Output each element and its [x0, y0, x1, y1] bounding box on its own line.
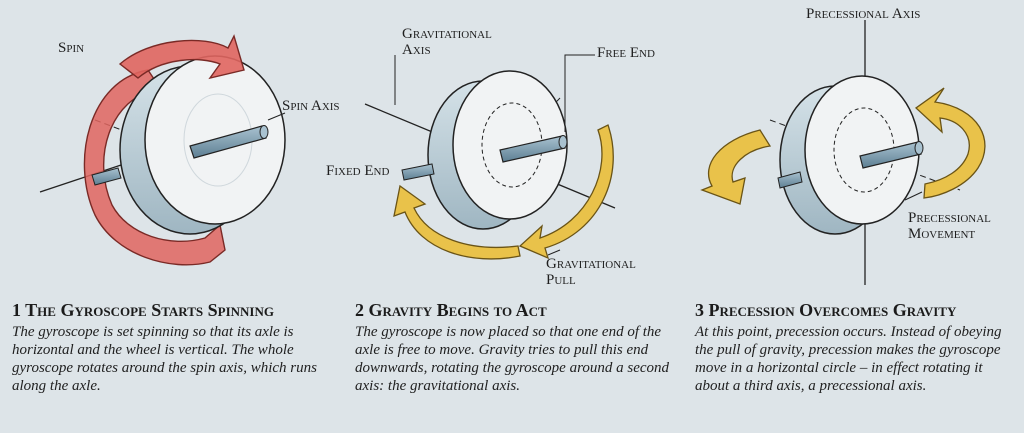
- step-3-title: 3 Precession Overcomes Gravity: [695, 300, 957, 320]
- axle-back: [91, 167, 122, 186]
- free-end-leader: [564, 54, 595, 132]
- label-precessional-axis: Precessional Axis: [806, 6, 921, 22]
- label-precessional-movement-1: Precessional: [908, 210, 991, 226]
- step-1-caption: 1 The Gyroscope Starts Spinning The gyro…: [12, 300, 342, 395]
- label-gravitational-axis-1: Gravitational: [402, 26, 492, 42]
- spin-axis-leader: [267, 112, 286, 121]
- label-precessional-movement-2: Movement: [908, 226, 976, 242]
- gravitational-pull-leader: [547, 249, 561, 256]
- free-end-tip: [558, 135, 568, 149]
- step-2-caption: 2 Gravity Begins to Act The gyroscope is…: [355, 300, 675, 395]
- axle-end: [259, 125, 269, 139]
- step-3-text: At this point, precession occurs. Instea…: [695, 324, 1002, 394]
- label-spin: Spin: [58, 40, 85, 56]
- label-gravitational-pull-2: Pull: [546, 272, 576, 288]
- step-3-caption: 3 Precession Overcomes Gravity At this p…: [695, 300, 1015, 395]
- precession-arrow-left: [700, 129, 772, 205]
- label-gravitational-pull-1: Gravitational: [546, 256, 636, 272]
- label-spin-axis: Spin Axis: [282, 98, 340, 114]
- step-1-title: 1 The Gyroscope Starts Spinning: [12, 300, 274, 320]
- precessional-movement-leader: [904, 191, 923, 201]
- panel-3-gyroscope: [700, 20, 986, 285]
- step-2-title: 2 Gravity Begins to Act: [355, 300, 547, 320]
- step-2-text: The gyroscope is now placed so that one …: [355, 324, 670, 394]
- precession-arrow-right: [914, 87, 986, 199]
- gravitational-pull-arrow-right: [518, 124, 614, 260]
- panel-2-gyroscope: [364, 54, 616, 260]
- label-free-end: Free End: [597, 45, 655, 61]
- spin-arrow-upper: [118, 34, 245, 80]
- step-1-text: The gyroscope is set spinning so that it…: [12, 324, 317, 394]
- gravitational-pull-arrow-left: [393, 184, 521, 260]
- label-gravitational-axis-2: Axis: [402, 42, 431, 58]
- label-fixed-end: Fixed End: [326, 163, 390, 179]
- axle-3-tip: [914, 141, 924, 155]
- fixed-end-axle: [401, 163, 435, 181]
- axle-3-back: [777, 171, 803, 189]
- panel-1-gyroscope: [39, 34, 286, 266]
- spin-arrow-lower: [83, 69, 226, 266]
